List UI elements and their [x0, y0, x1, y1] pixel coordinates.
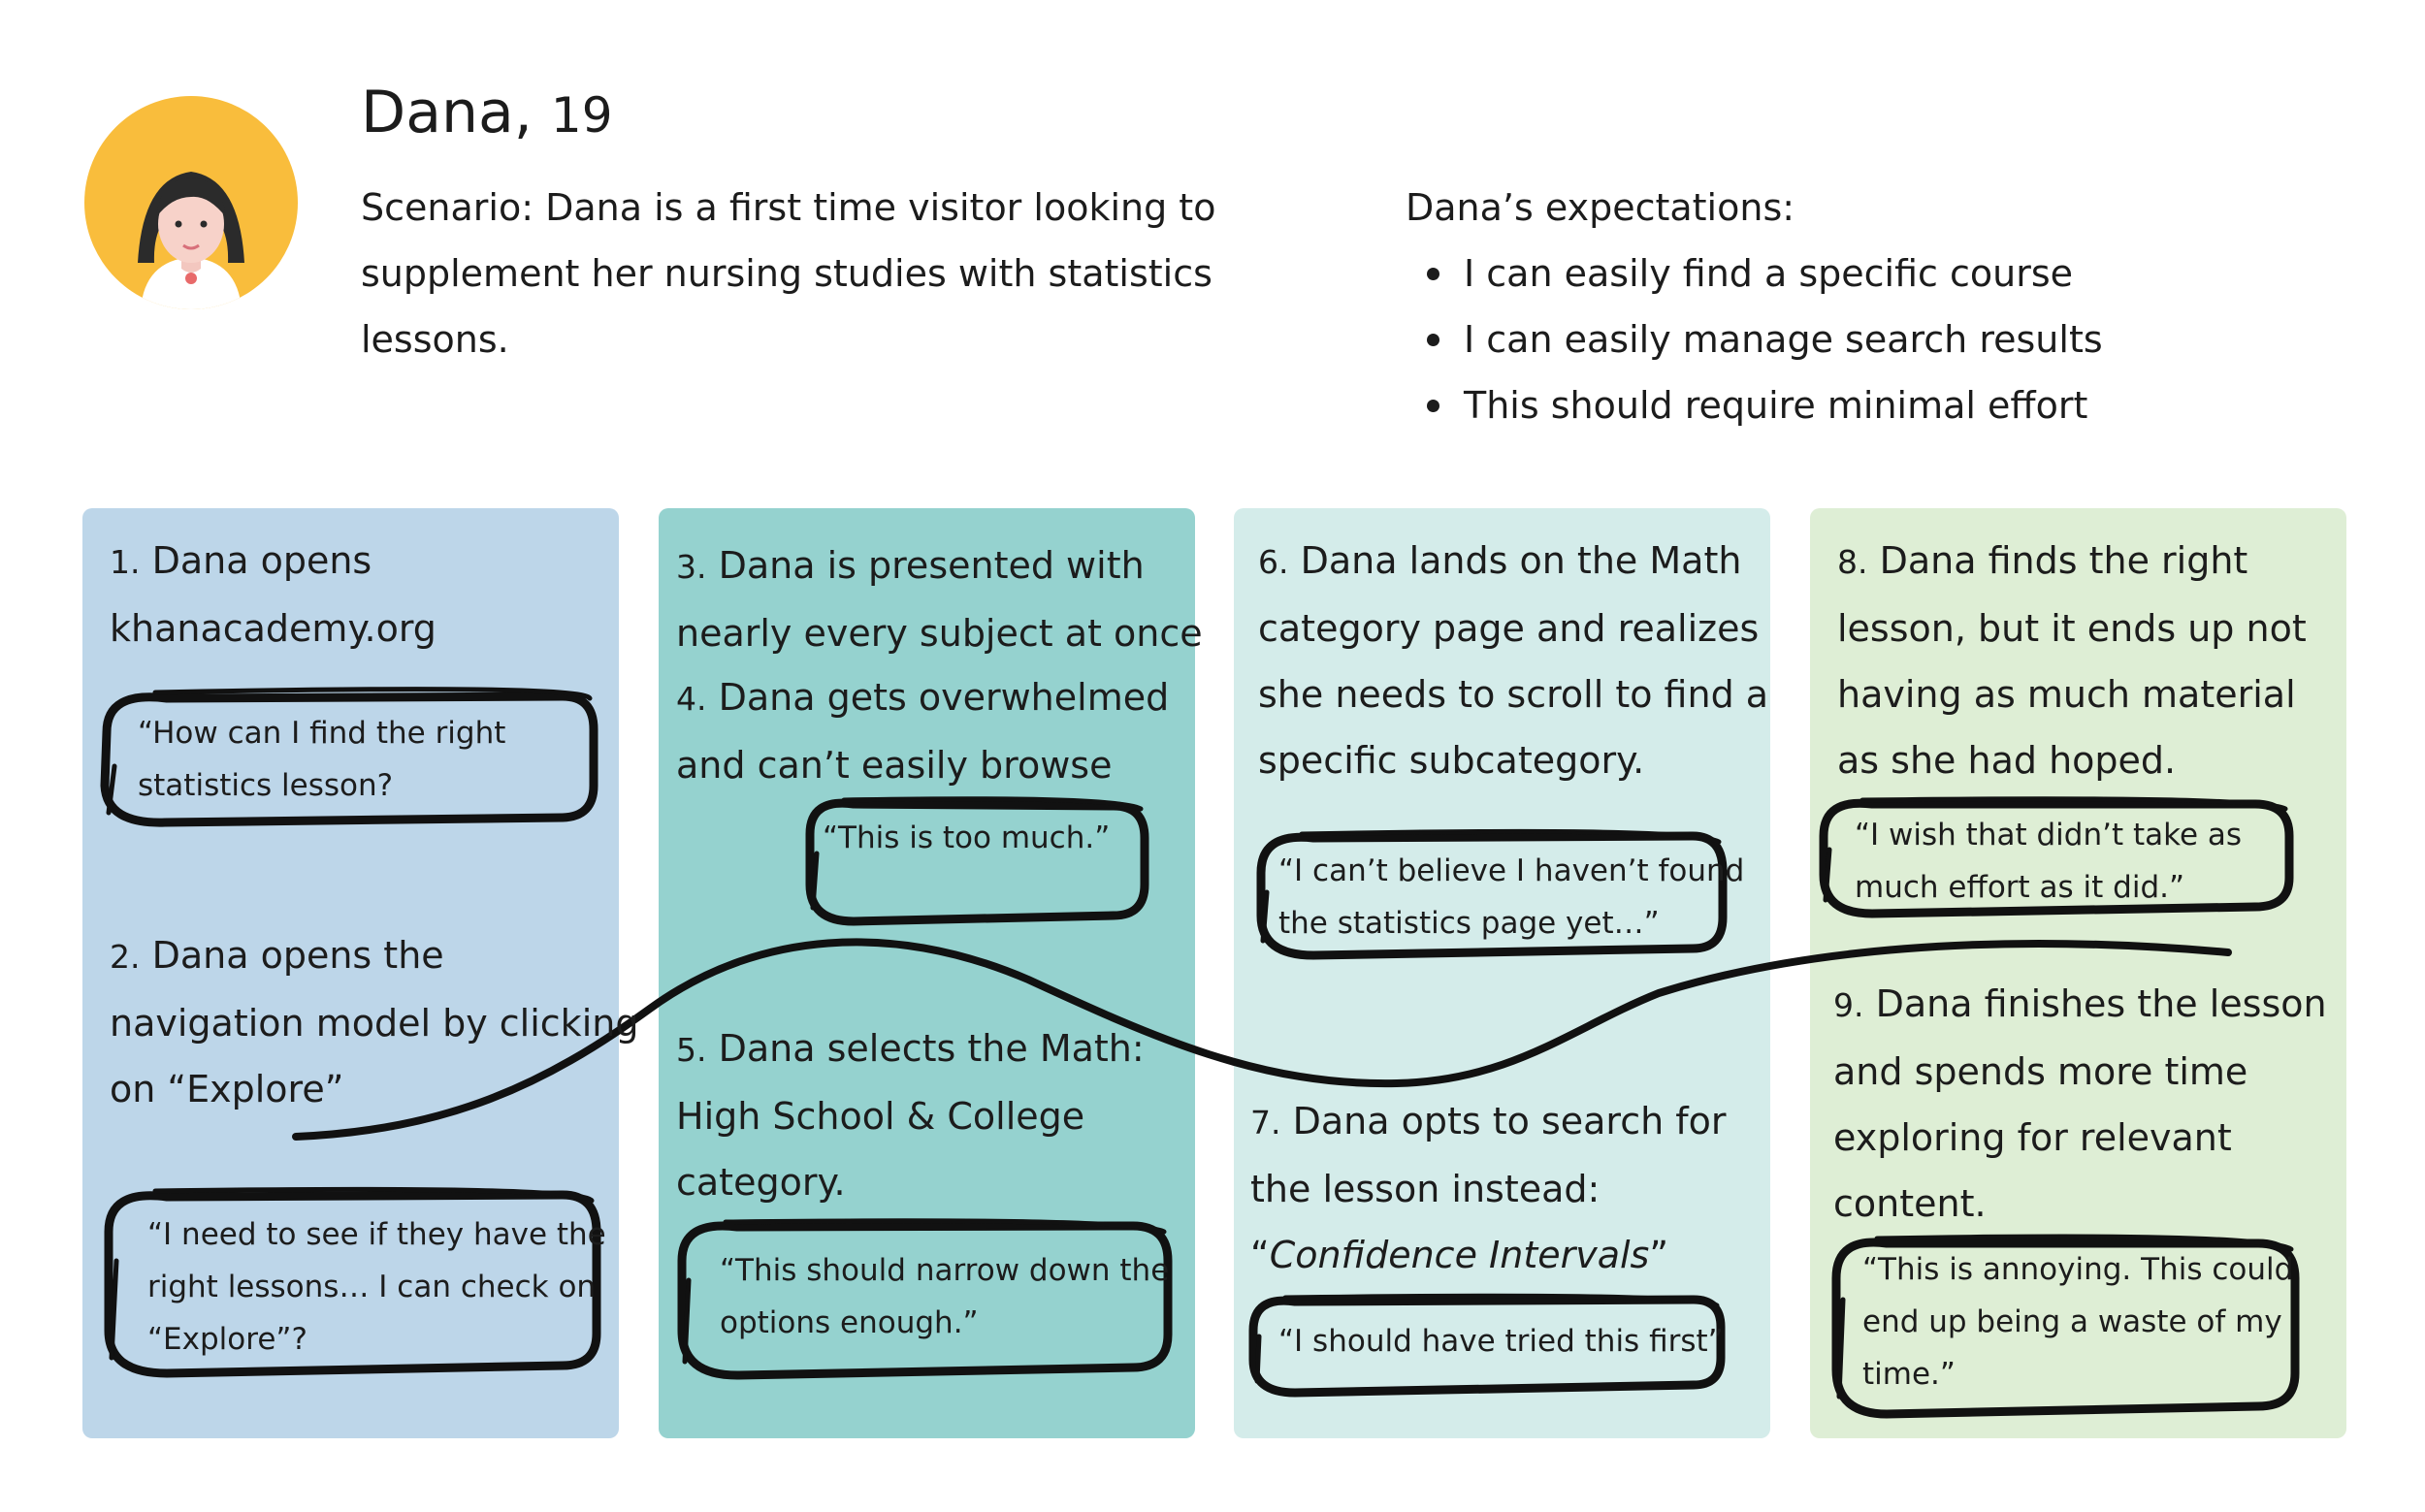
quote-6: “I should have tried this first” — [1278, 1315, 1724, 1367]
quote-4: “This should narrow down the options eno… — [720, 1244, 1169, 1349]
expectation-item: I can easily find a specific course — [1406, 241, 2103, 306]
step-text: Dana finishes the lesson — [1876, 982, 2327, 1025]
step-6: 6. Dana lands on the Math category page … — [1258, 528, 1768, 793]
scenario-line: supplement her nursing studies with stat… — [361, 241, 1370, 372]
step-text: Dana opts to search for — [1293, 1100, 1727, 1142]
open-quote: “ — [1250, 1234, 1270, 1276]
quote-line: “I need to see if they have the — [147, 1208, 606, 1261]
quote-line: “I can’t believe I haven’t found — [1278, 845, 1744, 897]
quote-line: “This should narrow down the — [720, 1244, 1169, 1297]
step-text: and spends more time — [1833, 1039, 2327, 1105]
step-text: specific subcategory. — [1258, 727, 1768, 793]
step-number: 8. — [1837, 543, 1868, 581]
query-text: Confidence Intervals — [1270, 1234, 1650, 1276]
woman-avatar-icon — [84, 96, 298, 309]
step-text: Dana gets overwhelmed — [719, 676, 1170, 719]
step-text: category. — [676, 1149, 1145, 1215]
expectations-list: I can easily find a specific course I ca… — [1406, 241, 2103, 438]
step-2: 2. Dana opens the navigation model by cl… — [110, 922, 638, 1122]
step-number: 3. — [676, 548, 707, 586]
step-text: Dana selects the Math: — [719, 1027, 1145, 1070]
step-number: 7. — [1250, 1104, 1281, 1142]
step-text: the lesson instead: — [1250, 1156, 1727, 1222]
persona-age: 19 — [551, 87, 613, 144]
scenario-text: Scenario: Dana is a first time visitor l… — [361, 175, 1370, 372]
step-number: 2. — [110, 938, 141, 976]
step-text: Dana lands on the Math — [1301, 539, 1742, 582]
quote-line: statistics lesson? — [138, 759, 505, 812]
quote-line: much effort as it did.” — [1855, 861, 2242, 914]
step-text: having as much material — [1837, 661, 2307, 727]
step-text: nearly every subject at once — [676, 600, 1203, 666]
step-8: 8. Dana finds the right lesson, but it e… — [1837, 528, 2307, 793]
quote-line: time.” — [1862, 1348, 2293, 1400]
step-text: content. — [1833, 1171, 2327, 1237]
step-text: lesson, but it ends up not — [1837, 595, 2307, 661]
step-text: Dana opens the — [152, 934, 444, 977]
step-text: Dana is presented with — [719, 544, 1145, 587]
persona-name: Dana, 19 — [361, 74, 613, 154]
quote-line: “This is too much.” — [823, 812, 1110, 864]
step-number: 4. — [676, 680, 707, 718]
step-text: as she had hoped. — [1837, 727, 2307, 793]
step-text: exploring for relevant — [1833, 1105, 2327, 1171]
search-query: “Confidence Intervals” — [1250, 1222, 1727, 1288]
step-4: 4. Dana gets overwhelmed and can’t easil… — [676, 664, 1169, 798]
step-number: 1. — [110, 543, 141, 581]
step-text: khanacademy.org — [110, 595, 436, 661]
step-9: 9. Dana finishes the lesson and spends m… — [1833, 971, 2327, 1237]
step-number: 6. — [1258, 543, 1289, 581]
quote-line: “I wish that didn’t take as — [1855, 809, 2242, 861]
expectations-title: Dana’s expectations: — [1406, 175, 1794, 241]
step-text: category page and realizes — [1258, 595, 1768, 661]
quote-line: “I should have tried this first” — [1278, 1315, 1724, 1367]
step-text: High School & College — [676, 1083, 1145, 1149]
quote-line: “Explore”? — [147, 1313, 606, 1366]
expectation-item: This should require minimal effort — [1406, 372, 2103, 438]
quote-line: “How can I find the right — [138, 707, 505, 759]
step-number: 9. — [1833, 986, 1864, 1024]
quote-1: “How can I find the right statistics les… — [138, 707, 505, 812]
quote-3: “This is too much.” — [823, 812, 1110, 864]
quote-8: “This is annoying. This could end up bei… — [1862, 1243, 2293, 1400]
step-5: 5. Dana selects the Math: High School & … — [676, 1015, 1145, 1215]
expectation-item: I can easily manage search results — [1406, 306, 2103, 372]
quote-7: “I wish that didn’t take as much effort … — [1855, 809, 2242, 914]
persona-avatar — [84, 96, 298, 309]
quote-5: “I can’t believe I haven’t found the sta… — [1278, 845, 1744, 949]
close-quote: ” — [1649, 1234, 1668, 1276]
quote-line: right lessons… I can check on — [147, 1261, 606, 1313]
quote-2: “I need to see if they have the right le… — [147, 1208, 606, 1366]
step-text: Dana finds the right — [1880, 539, 2248, 582]
step-text: navigation model by clicking — [110, 990, 638, 1056]
step-7: 7. Dana opts to search for the lesson in… — [1250, 1088, 1727, 1288]
quote-line: “This is annoying. This could — [1862, 1243, 2293, 1296]
step-text: Dana opens — [152, 539, 372, 582]
step-number: 5. — [676, 1031, 707, 1069]
quote-line: end up being a waste of my — [1862, 1296, 2293, 1348]
quote-line: the statistics page yet…” — [1278, 897, 1744, 949]
step-3: 3. Dana is presented with nearly every s… — [676, 532, 1203, 666]
quote-line: options enough.” — [720, 1297, 1169, 1349]
step-text: on “Explore” — [110, 1056, 638, 1122]
step-text: she needs to scroll to find a — [1258, 661, 1768, 727]
step-text: and can’t easily browse — [676, 732, 1169, 798]
persona-name-text: Dana, — [361, 79, 533, 146]
scenario-line: Scenario: Dana is a first time visitor l… — [361, 175, 1370, 241]
step-1: 1. Dana opens khanacademy.org — [110, 528, 436, 661]
